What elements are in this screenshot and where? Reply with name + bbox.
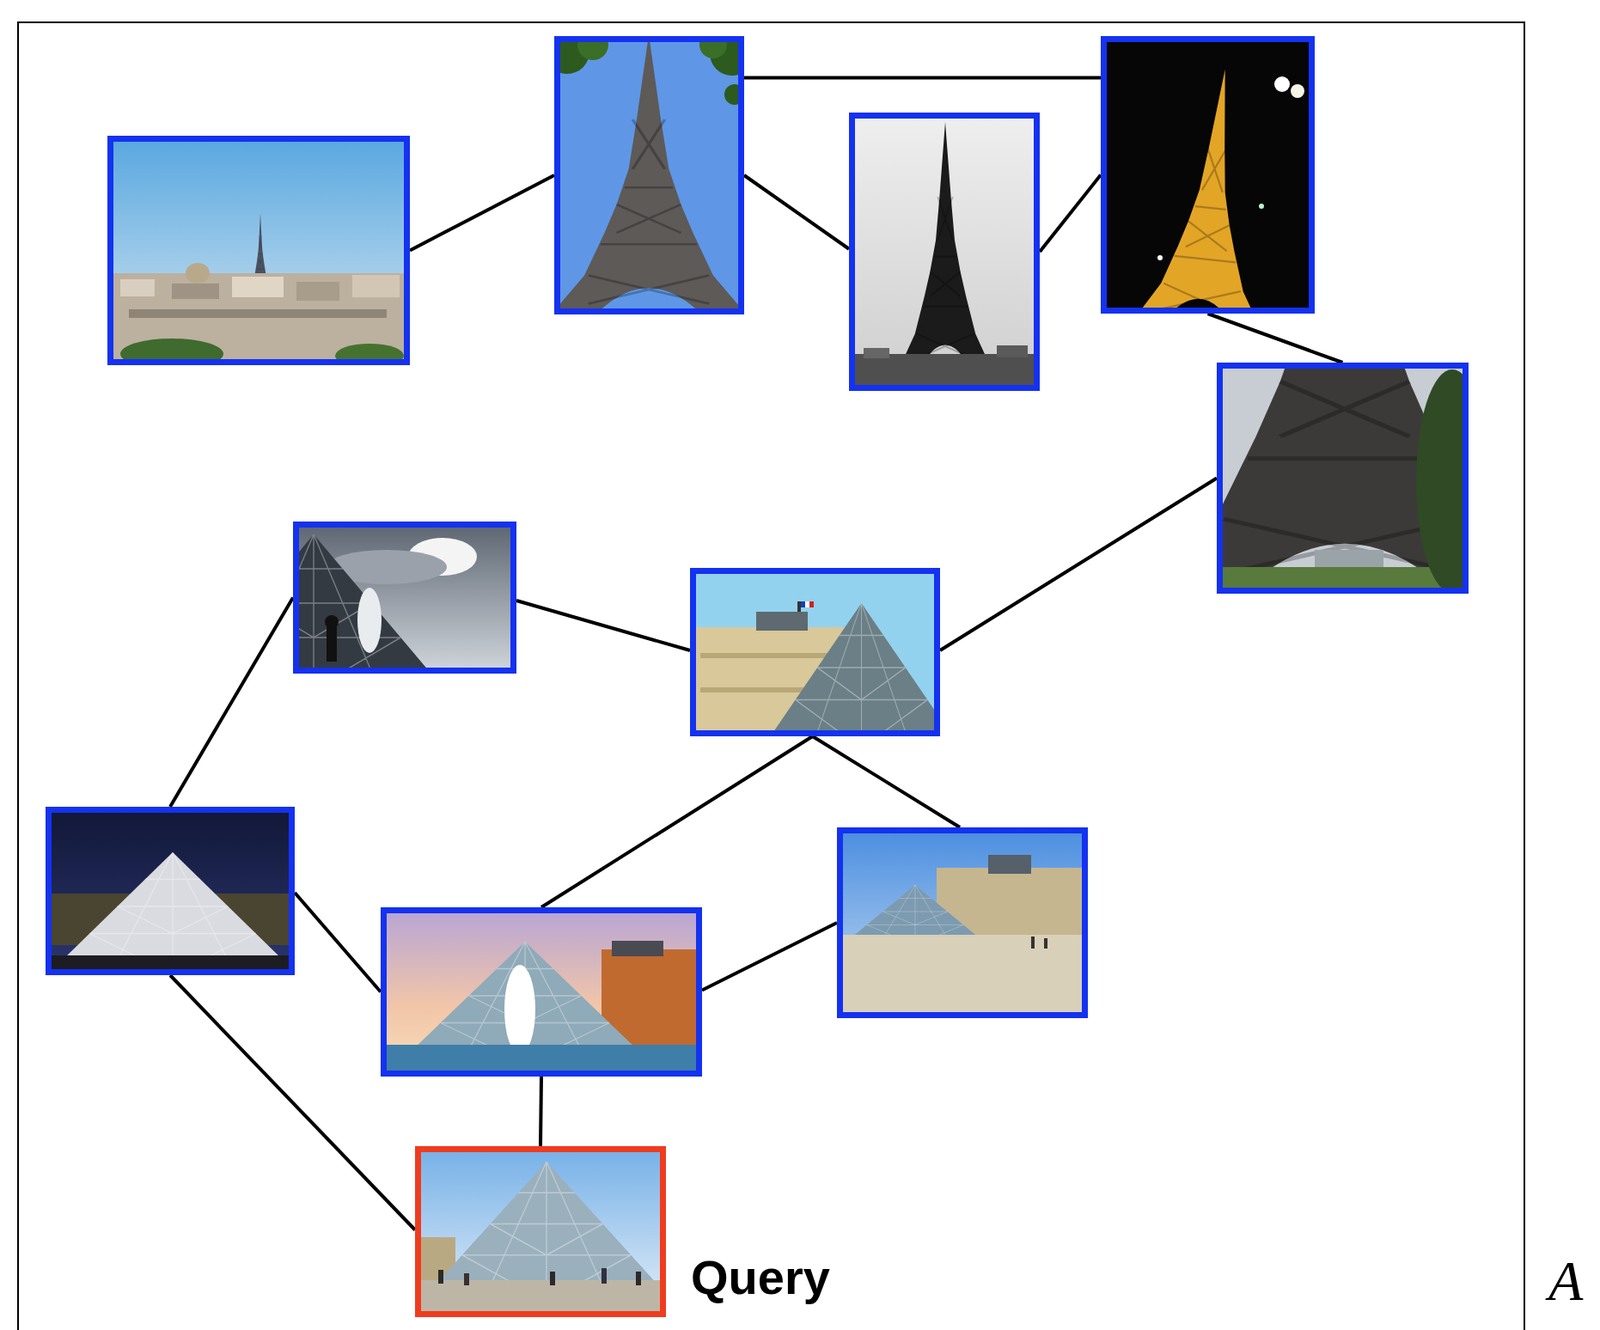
panel-letter: A (1548, 1250, 1583, 1313)
query-label: Query (690, 1248, 831, 1307)
similarity-edge (1039, 175, 1101, 253)
similarity-edge (170, 598, 294, 808)
photo-box (380, 907, 703, 1077)
similarity-edge (744, 75, 1101, 80)
similarity-edge (940, 478, 1217, 652)
similarity-edge (812, 736, 960, 828)
similarity-edge (540, 1076, 542, 1147)
similarity-edge (294, 892, 381, 993)
eiffel-blue-sky-photo (560, 42, 739, 309)
similarity-edge (702, 922, 837, 991)
similarity-edge (1208, 313, 1344, 363)
eiffel-black-white-photo (854, 118, 1034, 385)
photo-box (554, 36, 745, 315)
similarity-edge (541, 736, 813, 908)
pyramid-fountain-photo (386, 913, 697, 1071)
query-pyramid-photo (421, 1152, 660, 1312)
louvre-flag-photo (696, 574, 935, 731)
figure-frame (18, 22, 1525, 1330)
similarity-edge (744, 175, 849, 250)
eiffel-night-photo (1106, 42, 1309, 308)
photo-box (690, 567, 941, 737)
photo-box (848, 112, 1040, 391)
photo-box (107, 135, 410, 366)
pyramid-night-photo (51, 812, 289, 970)
query-photo-box: Query (415, 1146, 666, 1318)
pyramid-clouds-photo (299, 527, 511, 668)
photo-box (45, 806, 295, 976)
similarity-edge (170, 975, 416, 1231)
paris-skyline-photo (113, 141, 404, 360)
similarity-edge (516, 600, 691, 651)
similarity-edge (409, 175, 555, 251)
photo-box (1100, 36, 1315, 314)
photo-box (836, 827, 1088, 1019)
photo-box (1216, 362, 1469, 594)
photo-box (293, 521, 517, 674)
eiffel-base-photo (1222, 368, 1463, 588)
louvre-plaza-photo (842, 833, 1082, 1013)
